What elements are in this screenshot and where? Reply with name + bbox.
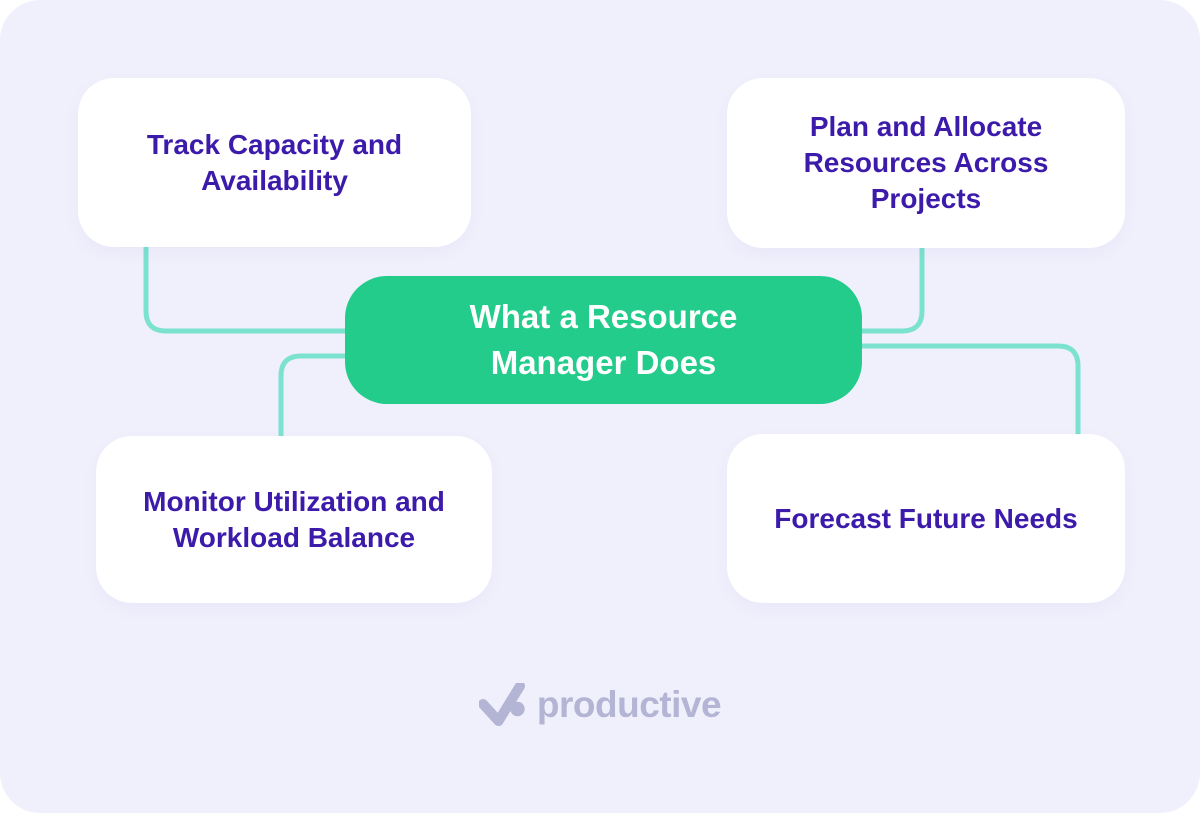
node-forecast-needs: Forecast Future Needs (727, 434, 1125, 603)
node-monitor-utilization: Monitor Utilization and Workload Balance (96, 436, 492, 603)
center-node-line-2: Manager Does (490, 344, 717, 381)
brand-name-text: productive (536, 684, 722, 725)
node-forecast-needs-line-1: Forecast Future Needs (774, 502, 1078, 534)
node-track-capacity-line-1: Track Capacity and (146, 128, 403, 160)
center-node-title: What a Resource Manager Does (345, 276, 862, 404)
node-track-capacity: Track Capacity and Availability (78, 78, 471, 247)
node-monitor-utilization-line-1: Monitor Utilization and (143, 485, 445, 517)
center-node-line-1: What a Resource (469, 298, 738, 335)
productive-logo: productive (0, 683, 1200, 726)
node-plan-allocate-line-3: Projects (870, 183, 982, 214)
connector-top-left (143, 247, 345, 334)
checkmark-dot-icon (478, 683, 525, 726)
node-plan-allocate-line-1: Plan and Allocate (809, 111, 1043, 142)
node-plan-allocate: Plan and Allocate Resources Across Proje… (727, 78, 1125, 248)
connector-bottom-right (862, 343, 1081, 434)
connector-top-right (862, 248, 925, 334)
connector-bottom-left (278, 353, 345, 436)
node-plan-allocate-line-2: Resources Across (803, 147, 1049, 178)
node-track-capacity-line-2: Availability (201, 164, 348, 196)
node-monitor-utilization-line-2: Workload Balance (172, 521, 416, 553)
